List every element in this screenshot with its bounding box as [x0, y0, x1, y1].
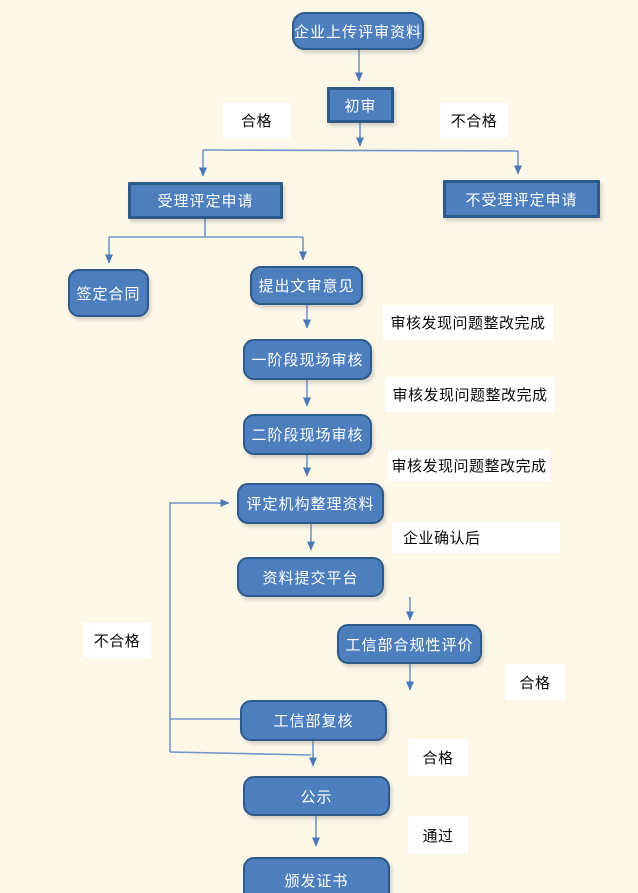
node-reject-application: 不受理评定申请 [443, 180, 600, 218]
edge-label-fail-2: 不合格 [83, 623, 151, 658]
node-upload-materials: 企业上传评审资料 [292, 12, 424, 50]
node-agency-organize-materials: 评定机构整理资料 [237, 483, 384, 524]
node-stage2-onsite-audit: 二阶段现场审核 [243, 414, 372, 455]
node-accept-application: 受理评定申请 [128, 182, 283, 219]
edge-label-rectified-1: 审核发现问题整改完成 [383, 305, 553, 340]
edge-label-pass-1: 合格 [223, 103, 290, 138]
node-doc-review-opinion: 提出文审意见 [250, 266, 363, 305]
node-miit-recheck: 工信部复核 [240, 700, 387, 741]
edge-label-pass-3: 合格 [408, 739, 468, 776]
node-sign-contract: 签定合同 [68, 269, 149, 317]
node-stage1-onsite-audit: 一阶段现场审核 [243, 339, 372, 380]
node-submit-to-platform: 资料提交平台 [237, 557, 384, 597]
edge-label-fail-1: 不合格 [440, 103, 508, 138]
node-first-review: 初审 [327, 87, 394, 123]
edge-label-approved: 通过 [408, 816, 468, 854]
edge-label-pass-2: 合格 [505, 664, 565, 700]
node-issue-certificate: 颁发证书 [243, 857, 390, 893]
edge-label-rectified-2: 审核发现问题整改完成 [385, 377, 555, 412]
edge-label-rectified-3: 审核发现问题整改完成 [388, 450, 550, 481]
edge-label-after-confirm: 企业确认后 [392, 522, 560, 553]
node-publicity: 公示 [243, 776, 390, 816]
node-miit-compliance-eval: 工信部合规性评价 [337, 624, 482, 664]
